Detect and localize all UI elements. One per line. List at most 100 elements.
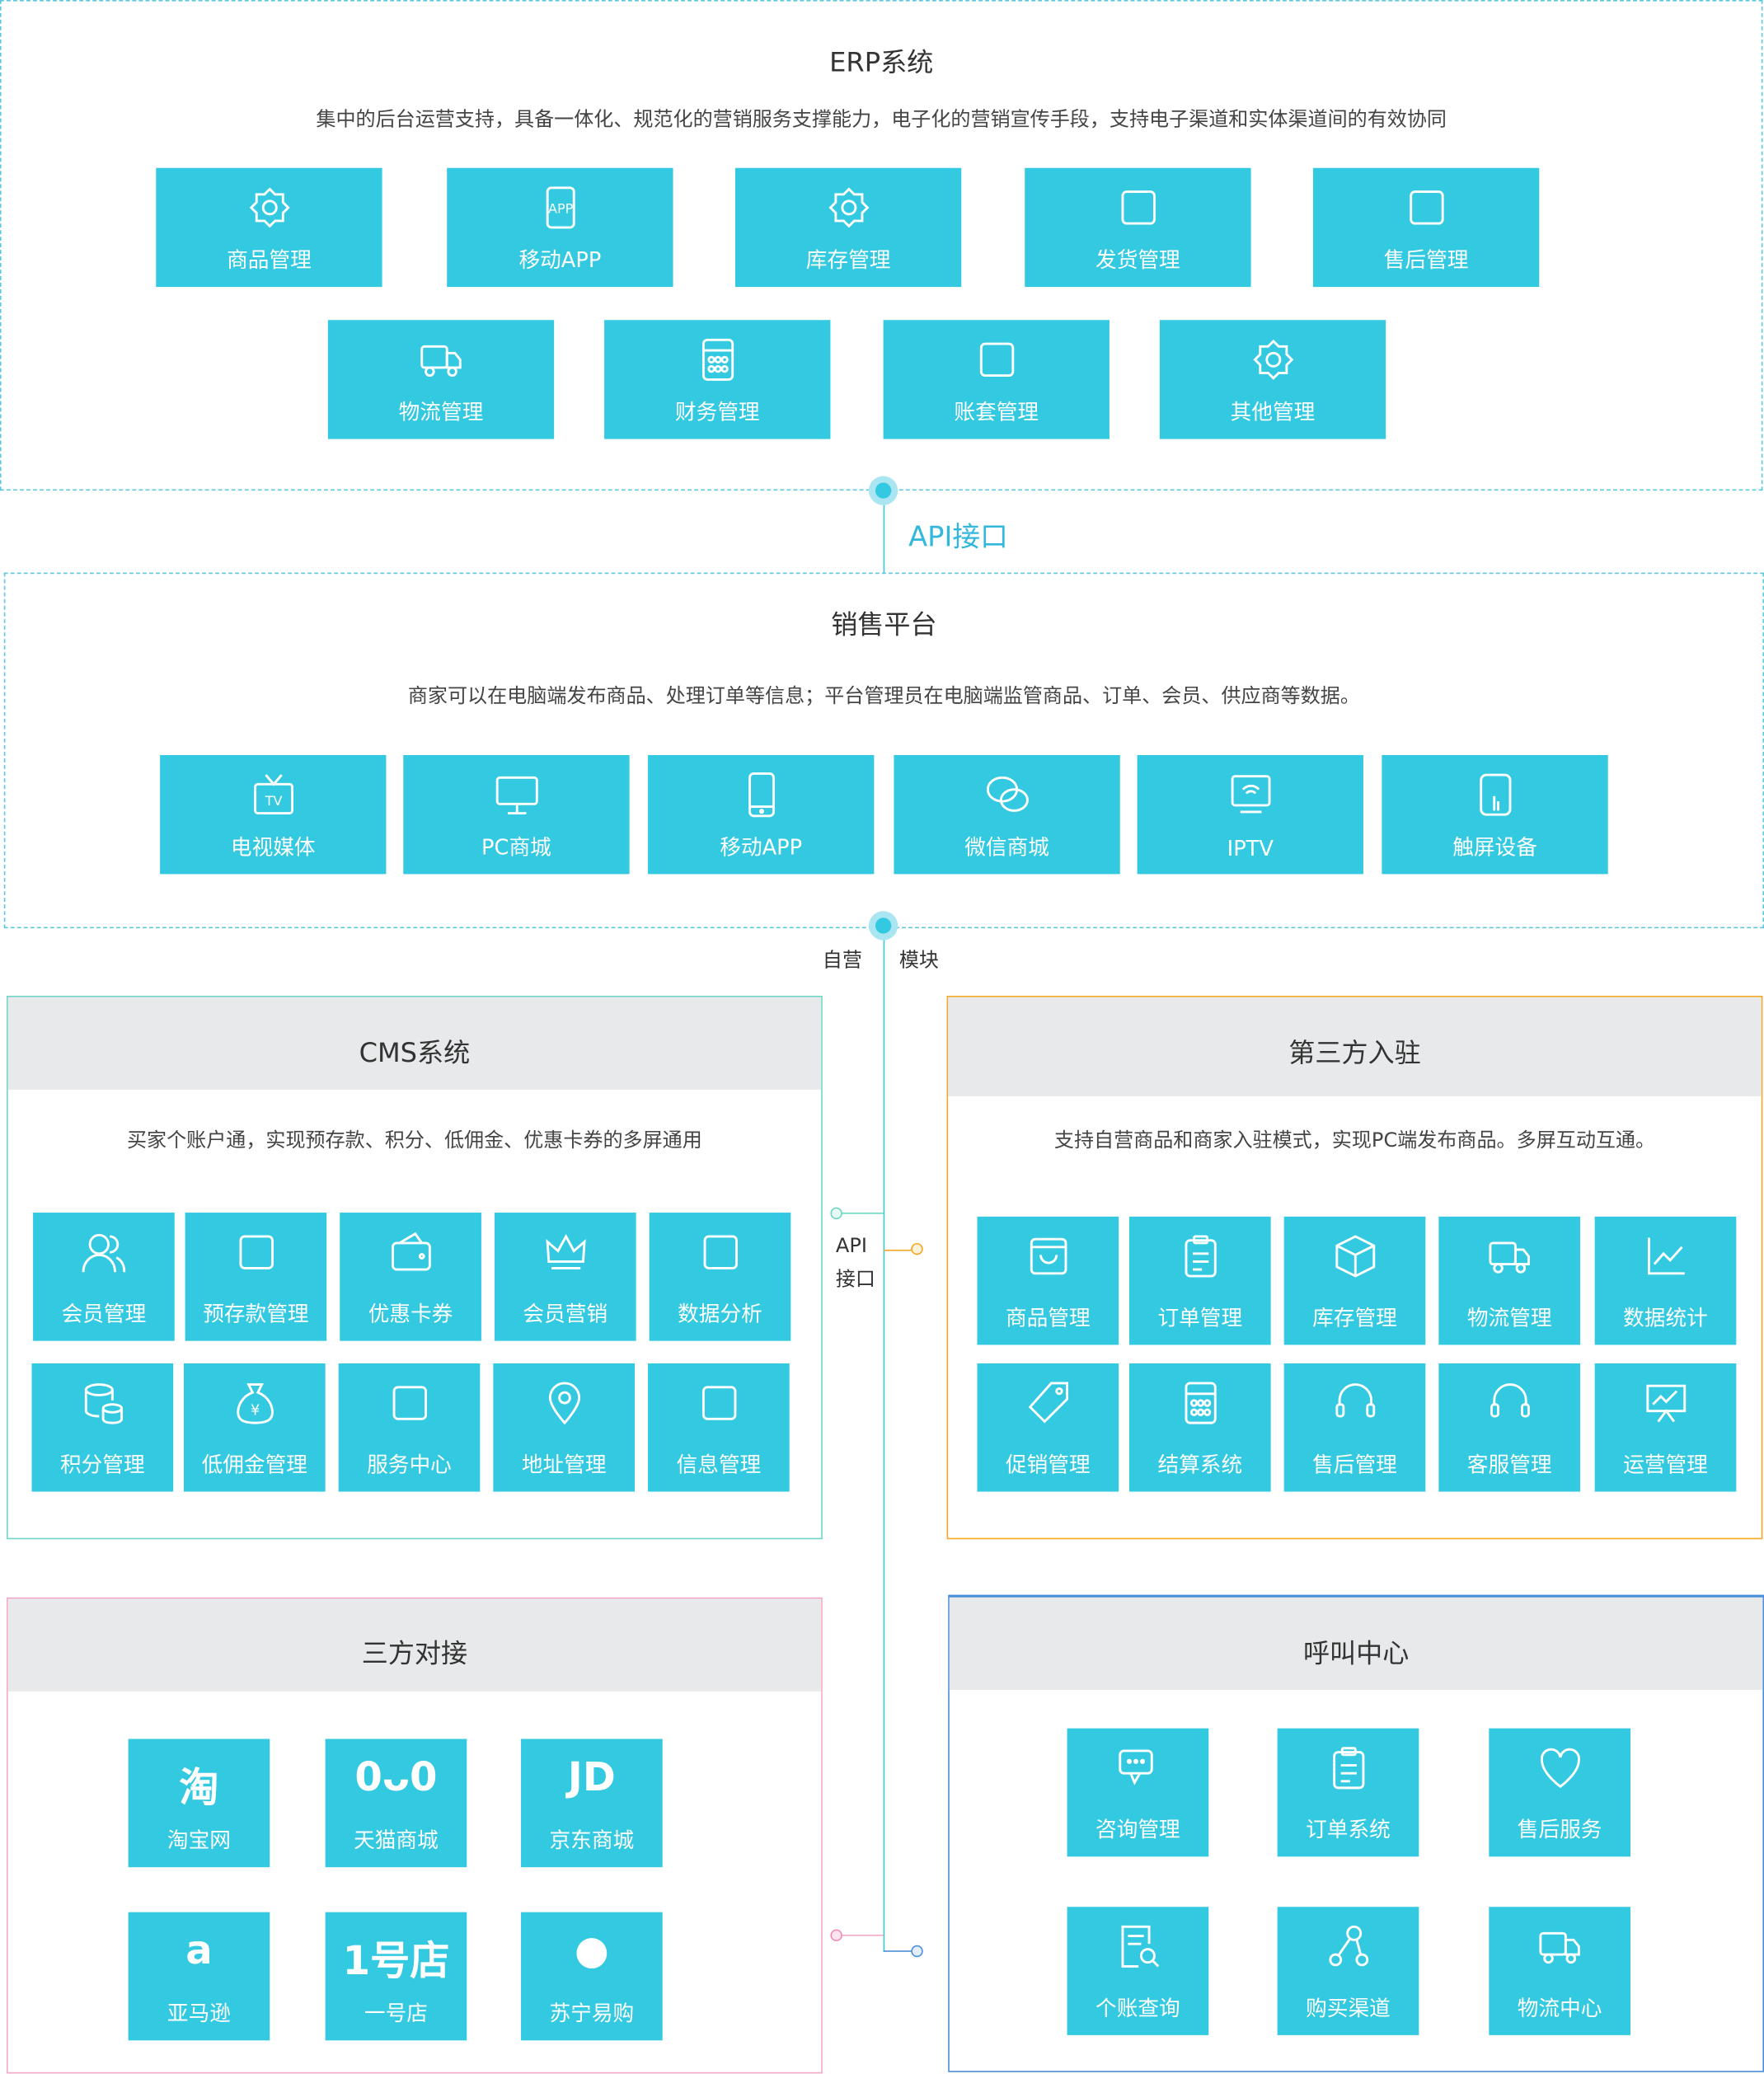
call-connector-dot bbox=[911, 1945, 923, 1958]
third-party-tile[interactable]: 商品管理 bbox=[977, 1216, 1119, 1345]
tile-label: 积分管理 bbox=[59, 1452, 145, 1477]
wechat-icon bbox=[986, 776, 1029, 812]
third-party-tile[interactable]: 物流管理 bbox=[1438, 1216, 1581, 1345]
sales-section: 销售平台 商家可以在电脑端发布商品、处理订单等信息；平台管理员在电脑端监管商品、… bbox=[3, 572, 1764, 929]
cms-tile[interactable]: 优惠卡券 bbox=[340, 1213, 481, 1341]
third-party-tile[interactable]: 售后管理 bbox=[1283, 1363, 1426, 1492]
cms-tile[interactable]: 会员营销 bbox=[494, 1213, 636, 1341]
svg-text:TV: TV bbox=[264, 793, 282, 809]
sales-tile[interactable]: IPTV bbox=[1137, 754, 1363, 875]
tile-label: PC商城 bbox=[481, 834, 551, 860]
goods-gear-icon bbox=[248, 187, 289, 228]
money-bag-icon: ¥ bbox=[236, 1383, 274, 1424]
sales-description: 商家可以在电脑端发布商品、处理订单等信息；平台管理员在电脑端监管商品、订单、会员… bbox=[407, 683, 1360, 708]
ship-box-icon bbox=[1120, 190, 1156, 225]
tile-label: 商品管理 bbox=[227, 246, 312, 273]
erp-tile[interactable]: 商品管理 bbox=[156, 167, 382, 288]
integration-tile[interactable]: 0ᴗ0 天猫商城 bbox=[325, 1738, 467, 1868]
cms-tile[interactable]: 服务中心 bbox=[338, 1363, 481, 1492]
erp-tile[interactable]: 发货管理 bbox=[1025, 167, 1251, 288]
api-label: API接口 bbox=[908, 521, 1008, 553]
cms-tile[interactable]: 积分管理 bbox=[31, 1363, 174, 1492]
cms-tile[interactable]: 信息管理 bbox=[648, 1363, 790, 1492]
cms-tile[interactable]: 会员管理 bbox=[33, 1213, 175, 1341]
third-party-description: 支持自营商品和商家入驻模式，实现PC端发布商品。多屏互动互通。 bbox=[1053, 1128, 1656, 1152]
app-icon: APP bbox=[545, 186, 575, 229]
tile-label: 物流中心 bbox=[1517, 1995, 1602, 2021]
integration-tile[interactable]: 淘淘宝网 bbox=[128, 1738, 270, 1868]
erp-tile[interactable]: 库存管理 bbox=[734, 167, 962, 288]
tile-label: 发货管理 bbox=[1095, 246, 1180, 273]
erp-tile[interactable]: 其他管理 bbox=[1159, 320, 1386, 439]
third-party-tile[interactable]: 库存管理 bbox=[1283, 1216, 1426, 1345]
tile-label: 订单管理 bbox=[1157, 1305, 1243, 1330]
call-center-title: 呼叫中心 bbox=[1302, 1636, 1410, 1669]
clipboard-icon bbox=[1332, 1747, 1364, 1790]
tile-label: 预存款管理 bbox=[203, 1301, 309, 1327]
third-party-tile[interactable]: 订单管理 bbox=[1128, 1216, 1271, 1345]
tile-label: 财务管理 bbox=[674, 399, 760, 425]
phone-icon bbox=[748, 772, 775, 818]
cube-icon bbox=[1335, 1235, 1375, 1278]
call-center-tile[interactable]: 订单系统 bbox=[1277, 1728, 1419, 1857]
brand-logo-icon: 0ᴗ0 bbox=[354, 1754, 438, 1801]
tile-label: 库存管理 bbox=[1312, 1305, 1397, 1330]
third-party-tile[interactable]: 促销管理 bbox=[977, 1363, 1119, 1492]
branch-right-label: 模块 bbox=[898, 948, 940, 973]
cms-tile[interactable]: ¥ 低佣金管理 bbox=[183, 1363, 326, 1492]
erp-tile[interactable]: 物流管理 bbox=[327, 320, 555, 439]
branch-left-label: 自营 bbox=[822, 948, 862, 973]
tile-label: 亚马逊 bbox=[167, 2001, 231, 2026]
tile-label: 天猫商城 bbox=[354, 1828, 439, 1853]
tile-label: 京东商城 bbox=[549, 1828, 635, 1853]
connector-node bbox=[875, 917, 892, 934]
third-party-tile[interactable]: 客服管理 bbox=[1438, 1363, 1581, 1492]
users-icon bbox=[81, 1233, 125, 1273]
third-party-tile[interactable]: 数据统计 bbox=[1594, 1216, 1737, 1345]
sales-title: 销售平台 bbox=[831, 608, 937, 640]
tile-label: 售后管理 bbox=[1383, 246, 1469, 273]
sales-tile[interactable]: PC商城 bbox=[403, 754, 630, 875]
calculator-icon bbox=[1184, 1382, 1216, 1424]
sales-tile[interactable]: 移动APP bbox=[648, 754, 875, 875]
tile-label: 低佣金管理 bbox=[201, 1452, 307, 1477]
tile-label: 苏宁易购 bbox=[549, 2001, 635, 2026]
tile-label: 运营管理 bbox=[1623, 1452, 1708, 1477]
cms-tile[interactable]: 地址管理 bbox=[493, 1363, 636, 1492]
tile-label: 移动APP bbox=[720, 834, 803, 860]
call-center-tile[interactable]: 物流中心 bbox=[1489, 1907, 1630, 2035]
cms-tile[interactable]: 数据分析 bbox=[649, 1213, 791, 1341]
third-party-tile[interactable]: 运营管理 bbox=[1594, 1363, 1737, 1492]
call-center-tile[interactable]: 个账查询 bbox=[1067, 1907, 1209, 2035]
sales-tile[interactable]: 微信商城 bbox=[894, 754, 1120, 875]
erp-title: ERP系统 bbox=[829, 46, 934, 78]
integration-tile[interactable]: 1号店一号店 bbox=[325, 1912, 467, 2041]
cms-tile[interactable]: 预存款管理 bbox=[185, 1213, 327, 1341]
tile-label: 账套管理 bbox=[954, 399, 1039, 425]
third-party-tile[interactable]: 结算系统 bbox=[1128, 1363, 1271, 1492]
brand-logo-icon: ● bbox=[574, 1927, 609, 1975]
heart-icon bbox=[1540, 1748, 1580, 1789]
erp-tile[interactable]: 账套管理 bbox=[883, 320, 1110, 439]
call-center-tile[interactable]: 咨询管理 bbox=[1067, 1728, 1209, 1857]
gear-icon bbox=[1252, 339, 1293, 380]
brand-logo-icon: 1号店 bbox=[342, 1938, 450, 1985]
printer-icon bbox=[979, 342, 1014, 378]
erp-tile[interactable]: 售后管理 bbox=[1312, 167, 1540, 288]
tile-label: 购买渠道 bbox=[1306, 1995, 1391, 2021]
tile-label: 售后管理 bbox=[1312, 1452, 1397, 1477]
call-center-tile[interactable]: 售后服务 bbox=[1489, 1728, 1630, 1857]
service-person-icon bbox=[1409, 190, 1443, 225]
board-icon bbox=[1645, 1384, 1686, 1423]
erp-tile[interactable]: 财务管理 bbox=[604, 320, 831, 439]
integration-tile[interactable]: ● 苏宁易购 bbox=[521, 1912, 663, 2041]
trunk-line bbox=[883, 925, 885, 1952]
tv-icon: TV bbox=[253, 774, 293, 815]
sales-tile[interactable]: 触屏设备 bbox=[1382, 754, 1608, 875]
call-center-tile[interactable]: 购买渠道 bbox=[1277, 1907, 1419, 2035]
clipboard-icon bbox=[1184, 1235, 1216, 1278]
